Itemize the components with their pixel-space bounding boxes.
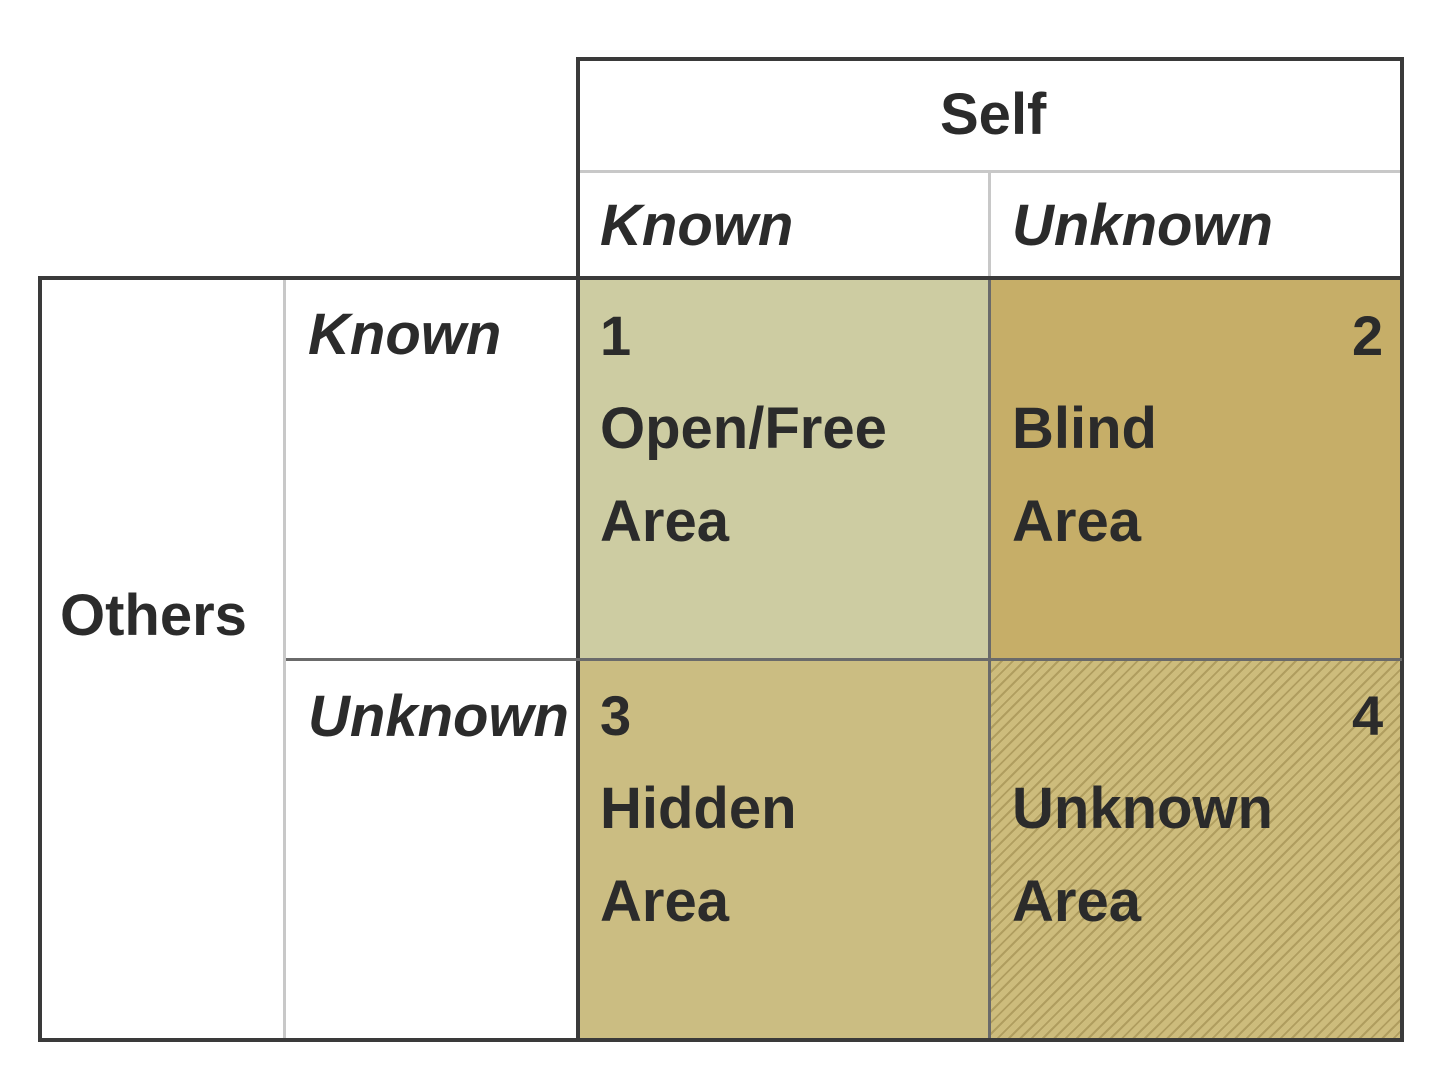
self-label: Self — [940, 82, 1047, 147]
quadrant-4-title: Unknown — [1012, 776, 1273, 841]
quadrant-number-2: 2 — [1352, 304, 1384, 367]
right-border — [1400, 57, 1404, 1042]
quadrant-hidden-fill — [578, 660, 990, 1040]
self-box-top-border — [576, 57, 1404, 61]
row-label-known: Known — [308, 302, 502, 367]
quadrant-blind-fill — [990, 278, 1402, 660]
quadrant-open-fill — [578, 278, 990, 660]
self-box-left-border — [576, 57, 580, 1042]
quadrant-3-subtitle: Area — [600, 869, 729, 934]
col-header-divider — [988, 172, 991, 278]
quadrant-1-subtitle: Area — [600, 489, 729, 554]
quadrant-3-title: Hidden — [600, 776, 797, 841]
row-divider — [286, 658, 1402, 661]
row-label-unknown: Unknown — [308, 684, 569, 749]
quadrant-number-4: 4 — [1352, 684, 1384, 747]
quadrant-number-3: 3 — [600, 684, 632, 747]
quadrant-number-1: 1 — [600, 304, 632, 367]
others-label: Others — [60, 583, 247, 648]
quadrant-2-title: Blind — [1012, 396, 1157, 461]
quadrant-1-title: Open/Free — [600, 396, 887, 461]
col-label-unknown: Unknown — [1012, 193, 1273, 258]
left-border — [38, 276, 42, 1042]
col-divider — [988, 280, 991, 1038]
others-divider — [283, 280, 286, 1038]
matrix-top-border — [38, 276, 1404, 280]
quadrant-unknown-fill — [990, 660, 1402, 1040]
quadrant-2-subtitle: Area — [1012, 489, 1141, 554]
col-label-known: Known — [600, 193, 794, 258]
self-divider — [580, 170, 1400, 173]
bottom-border — [38, 1038, 1404, 1042]
quadrant-4-subtitle: Area — [1012, 869, 1141, 934]
